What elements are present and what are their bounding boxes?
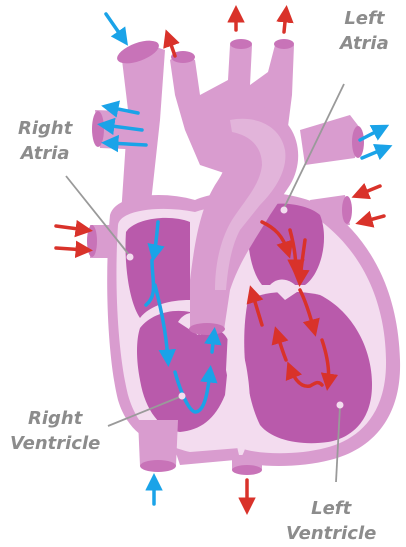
flow-arrow-red-pv-r1 — [56, 226, 86, 230]
flow-arrow-blue-rv-up — [212, 334, 214, 352]
flow-arrow-blue-pa-l2 — [362, 148, 386, 158]
label-right-atria: Right Atria — [18, 116, 72, 166]
flow-arrow-red-pv-r2 — [56, 248, 86, 250]
flow-arrow-blue-pa-r3 — [108, 143, 146, 145]
inferior-vena-cava — [138, 420, 178, 466]
flow-arrow-red-aorta-3 — [284, 12, 286, 32]
label-right-ventricle: Right Ventricle — [10, 406, 100, 456]
label-left-ventricle: Left Ventricle — [286, 496, 376, 546]
flow-arrow-blue-pa-l1 — [360, 128, 383, 140]
flow-arrow-red-aorta-1 — [168, 36, 175, 56]
flow-arrow-blue-svc — [106, 14, 124, 40]
flow-arrow-red-pv-l2 — [362, 216, 384, 222]
flow-arrow-red-pv-l1 — [358, 186, 380, 195]
label-left-atria: Left Atria — [340, 6, 389, 56]
